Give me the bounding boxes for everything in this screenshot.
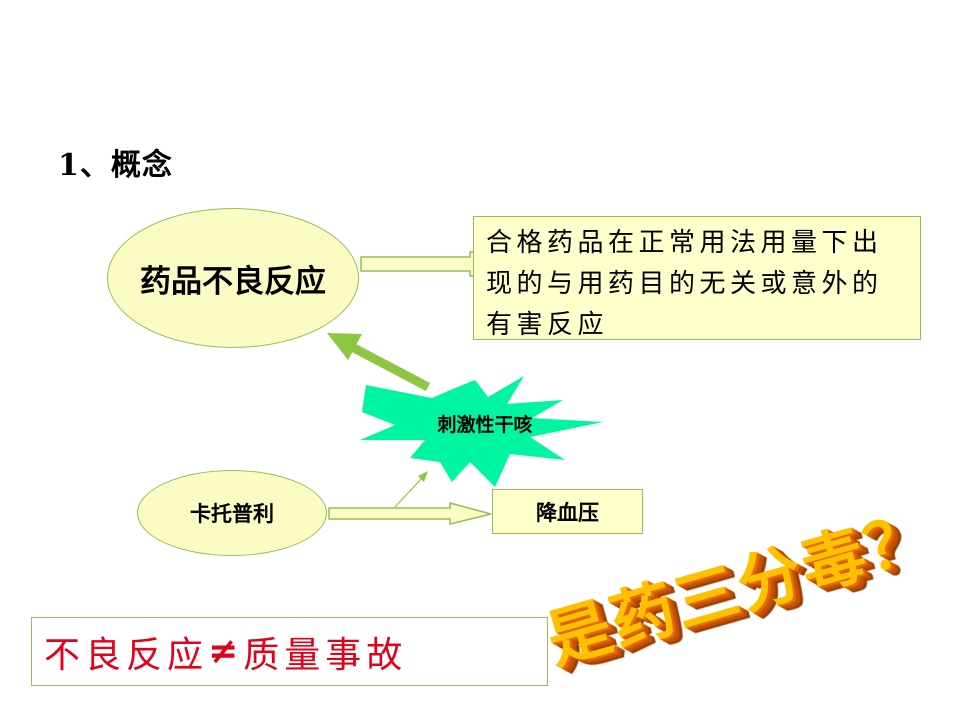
note-box: 不良反应≠质量事故 [31,617,548,686]
section-heading: 1、概念 [58,148,173,183]
concept-term: 药品不良反应 [140,263,326,300]
drug-ellipse: 卡托普利 [137,470,327,556]
concept-ellipse: 药品不良反应 [107,208,359,348]
intended-effect-box: 降血压 [492,489,643,534]
not-equal-symbol: ≠ [208,631,244,672]
intended-effect-label: 降血压 [536,500,599,525]
thin-arrow-to-adverse [394,471,428,508]
definition-box: 合格药品在正常用法用量下出 现的与用药目的无关或意外的 有害反应 [473,216,921,340]
drug-name: 卡托普利 [190,502,274,526]
adverse-effect-label: 刺激性干咳 [437,414,533,436]
definition-line-2: 现的与用药目的无关或意外的 [486,269,883,299]
note-left: 不良反应 [44,634,209,676]
definition-line-3: 有害反应 [486,310,609,340]
block-arrow-effect [328,502,492,525]
definition-line-1: 合格药品在正常用法用量下出 [486,228,883,258]
starburst-shape [360,376,603,487]
block-arrow-definition [360,251,476,277]
thick-arrow-adverse-to-concept [327,333,431,391]
note-right: 质量事故 [243,634,408,676]
